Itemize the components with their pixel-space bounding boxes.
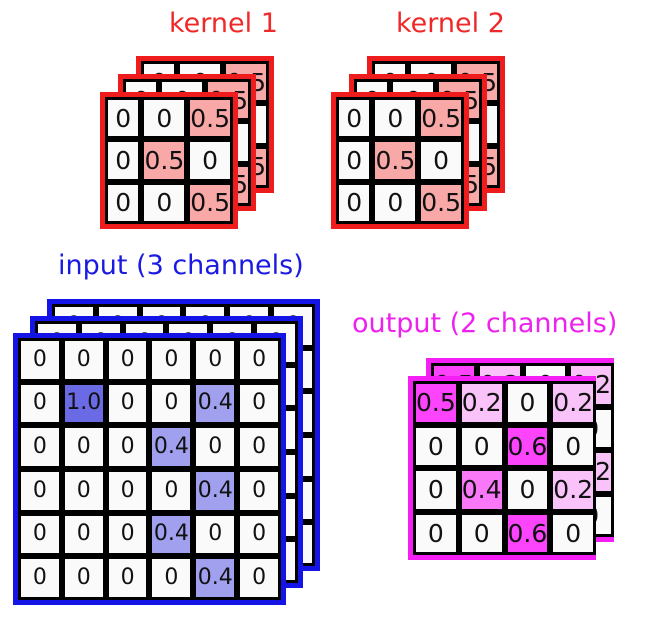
- matrix-cell: 0: [141, 181, 188, 224]
- matrix-cell: 0.2: [550, 381, 597, 425]
- matrix-cell: 0: [18, 469, 62, 513]
- matrix-cell: 0: [105, 556, 150, 600]
- matrix-cell: 0.5: [187, 97, 233, 140]
- matrix-cell: 0.6: [504, 424, 551, 468]
- kernel1-title: kernel 1: [169, 8, 278, 39]
- matrix-cell: 0: [61, 556, 106, 600]
- matrix-cell: 0: [336, 97, 373, 140]
- matrix-cell: 0: [105, 97, 142, 140]
- matrix-cell: 0: [193, 512, 238, 557]
- matrix-cell: 0.4: [149, 512, 194, 557]
- matrix-cell: 0.4: [193, 469, 238, 513]
- matrix-cell: 0.4: [193, 556, 238, 600]
- matrix-cell: 0: [458, 424, 505, 468]
- matrix-cell: 0: [413, 424, 459, 468]
- matrix-cell: 0: [504, 468, 551, 512]
- matrix-cell: 0: [413, 468, 459, 512]
- matrix-cell: 0.5: [187, 181, 233, 224]
- matrix-cell: 0: [18, 512, 62, 557]
- matrix-cell: 0: [193, 425, 238, 469]
- matrix-cell: 0: [18, 381, 62, 426]
- output-title: output (2 channels): [352, 308, 618, 339]
- matrix-cell: 0: [193, 338, 238, 382]
- matrix-cell: 0: [105, 512, 150, 557]
- matrix-cell: 1.0: [61, 381, 106, 426]
- matrix-cell: 0: [550, 424, 597, 468]
- matrix-cell: 0: [149, 556, 194, 600]
- input-title: input (3 channels): [58, 250, 304, 281]
- matrix-cell: 0: [141, 97, 188, 140]
- matrix-cell: 0: [237, 469, 281, 513]
- matrix-cell: 0: [550, 511, 597, 555]
- matrix-cell: 0: [187, 139, 233, 182]
- matrix-cell: 0: [18, 556, 62, 600]
- matrix-cell: 0: [105, 425, 150, 469]
- matrix-cell: 0: [336, 139, 373, 182]
- matrix-cell: 0: [105, 139, 142, 182]
- matrix-cell: 0.2: [458, 381, 505, 425]
- matrix-cell: 0: [61, 469, 106, 513]
- matrix-cell: 0: [149, 338, 194, 382]
- matrix-cell: 0: [149, 469, 194, 513]
- matrix-cell: 0: [237, 381, 281, 426]
- matrix-cell: 0: [105, 381, 150, 426]
- matrix-cell: 0: [418, 139, 464, 182]
- matrix-cell: 0.6: [504, 511, 551, 555]
- matrix-cell: 0: [149, 381, 194, 426]
- matrix-cell: 0: [18, 425, 62, 469]
- matrix-cell: 0: [61, 425, 106, 469]
- matrix-cell: 0: [504, 381, 551, 425]
- matrix-cell: 0: [237, 556, 281, 600]
- matrix-cell: 0: [237, 512, 281, 557]
- matrix-cell: 0: [105, 181, 142, 224]
- matrix-cell: 0: [372, 181, 419, 224]
- matrix-cell: 0.5: [418, 97, 464, 140]
- matrix-cell: 0: [105, 338, 150, 382]
- matrix-cell: 0: [237, 425, 281, 469]
- matrix-cell: 0: [413, 511, 459, 555]
- matrix-cell: 0: [372, 97, 419, 140]
- matrix-cell: 0.5: [141, 139, 188, 182]
- matrix-cell: 0: [105, 469, 150, 513]
- matrix-cell: 0.4: [458, 468, 505, 512]
- kernel2-title: kernel 2: [396, 8, 505, 39]
- matrix-cell: 0.5: [418, 181, 464, 224]
- matrix-cell: 0.2: [550, 468, 597, 512]
- matrix-cell: 0: [237, 338, 281, 382]
- matrix-cell: 0.4: [193, 381, 238, 426]
- matrix-cell: 0.5: [372, 139, 419, 182]
- matrix-cell: 0.5: [413, 381, 459, 425]
- matrix-cell: 0: [61, 512, 106, 557]
- matrix-cell: 0.4: [149, 425, 194, 469]
- matrix-cell: 0: [336, 181, 373, 224]
- matrix-cell: 0: [61, 338, 106, 382]
- matrix-cell: 0: [18, 338, 62, 382]
- matrix-cell: 0: [458, 511, 505, 555]
